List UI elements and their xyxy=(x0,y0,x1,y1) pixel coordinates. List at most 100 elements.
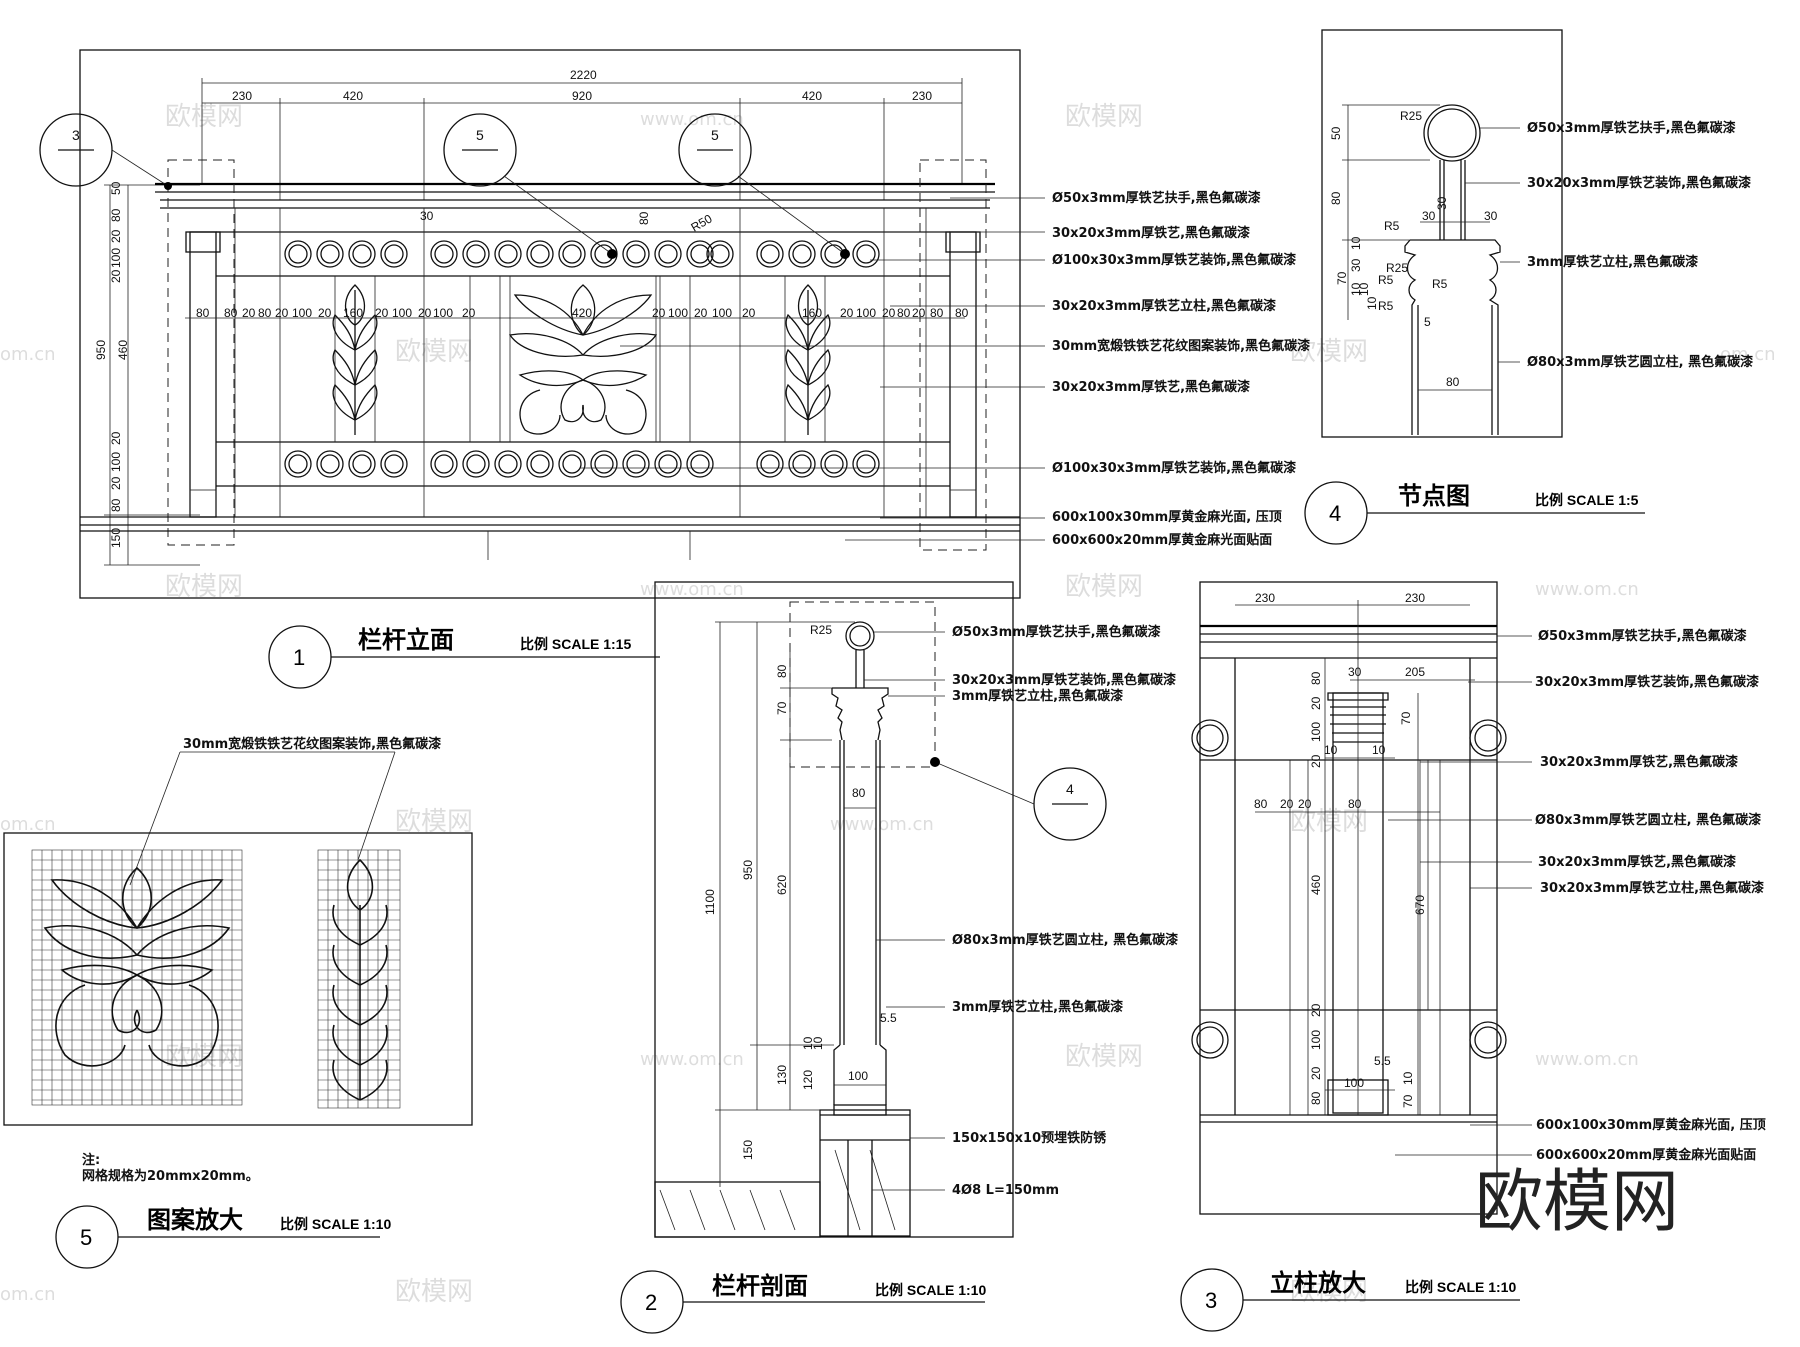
dim-label: 160 xyxy=(343,306,363,320)
watermark: 欧模网 xyxy=(165,102,243,132)
dim-label: 100 xyxy=(109,248,123,268)
reference-bubble-5a: 5 xyxy=(443,113,617,259)
drawing-number: 4 xyxy=(1329,501,1341,526)
annotation-iron-decor: 30x20x3mm厚铁艺装饰,黑色氟碳漆 xyxy=(952,672,1176,688)
watermark: 欧模网 xyxy=(395,1277,473,1307)
ring-row-bottom xyxy=(284,450,880,478)
dim-label: 100 xyxy=(292,306,312,320)
drawing-scale: 比例 SCALE 1:5 xyxy=(1535,492,1639,508)
dim-label: 20 xyxy=(652,306,666,320)
dim-label: 10 xyxy=(1357,282,1371,296)
drawing-number: 1 xyxy=(293,645,305,670)
annotation-iron-post: 3mm厚铁艺立柱,黑色氟碳漆 xyxy=(1527,254,1698,270)
dim-label: R5 xyxy=(1384,219,1400,233)
dim-label: 80 xyxy=(637,211,651,225)
dim-label: 80 xyxy=(1254,797,1268,811)
annotation-leaders xyxy=(864,631,945,1191)
dim-label: 80 xyxy=(258,306,272,320)
watermark: www.om.cn xyxy=(640,579,744,600)
dim-label: 420 xyxy=(343,89,363,103)
dim-label: R25 xyxy=(1386,261,1408,275)
annotation-ring-decor: Ø100x30x3mm厚铁艺装饰,黑色氟碳漆 xyxy=(1052,460,1296,476)
dim-label: 80 xyxy=(1309,671,1323,685)
dim-label: 950 xyxy=(741,860,755,880)
dim-label: 10 xyxy=(801,1036,815,1050)
drawing-frame xyxy=(654,581,1014,1238)
grid-panel-right xyxy=(317,849,401,1109)
dim-label: 50 xyxy=(109,181,123,195)
drawing-title: 立柱放大 xyxy=(1270,1269,1366,1297)
dim-label: 460 xyxy=(1309,875,1323,895)
title-block-3: 3 立柱放大 比例 SCALE 1:10 xyxy=(1180,1268,1520,1332)
dimension-top: 2220 230 420 920 420 230 xyxy=(201,68,963,200)
drawing-2-railing-section: R25 1100 950 620 80 70 130 120 150 10 10… xyxy=(620,581,1178,1334)
dim-label: 10 xyxy=(1401,1071,1415,1085)
annotation-iron-bar: 30x20x3mm厚铁艺,黑色氟碳漆 xyxy=(1538,854,1736,870)
dim-label: 20 xyxy=(882,306,896,320)
dim-label: 10 xyxy=(811,1036,825,1050)
dim-label: 10 xyxy=(1324,743,1338,757)
watermark: om.cn xyxy=(0,1284,56,1305)
dim-label: 30 xyxy=(1348,665,1362,679)
dim-label: 10 xyxy=(1349,282,1363,296)
dim-label: 100 xyxy=(433,306,453,320)
watermark: 欧模网 xyxy=(1290,1277,1368,1307)
watermark: om.cn xyxy=(1720,344,1776,365)
watermark-logo: 欧模网 xyxy=(1475,1163,1679,1242)
dim-label: 10 xyxy=(1372,743,1386,757)
section-dimensions: R25 1100 950 620 80 70 130 120 150 10 10… xyxy=(703,621,897,1187)
dim-label: 100 xyxy=(856,306,876,320)
drawing-scale: 比例 SCALE 1:10 xyxy=(875,1282,986,1298)
wheat-ornament-left xyxy=(332,284,378,435)
dim-label: 30 xyxy=(1435,196,1449,210)
ref-number: 5 xyxy=(476,127,484,143)
dim-label: 20 xyxy=(1309,696,1323,710)
dim-label: 80 xyxy=(109,208,123,222)
title-block-4: 4 节点图 比例 SCALE 1:5 xyxy=(1304,481,1645,545)
dim-label: 230 xyxy=(232,89,252,103)
dim-label: 80 xyxy=(1329,191,1343,205)
dim-label: 20 xyxy=(1309,1003,1323,1017)
dim-label: 20 xyxy=(1298,797,1312,811)
watermark: www.om.cn xyxy=(830,814,934,835)
watermark-layer: 欧模网 欧模网 欧模网 欧模网 欧模网 欧模网 欧模网 欧模网 欧模网 欧模网 … xyxy=(0,102,1776,1307)
watermark: 欧模网 xyxy=(165,572,243,602)
watermark: om.cn xyxy=(0,344,56,365)
drawing-title: 图案放大 xyxy=(147,1206,243,1234)
reference-bubble-5b: 5 xyxy=(678,113,850,259)
dim-label: 100 xyxy=(668,306,688,320)
dim-label: 150 xyxy=(109,528,123,548)
watermark: 欧模网 xyxy=(395,337,473,367)
annotation-leaders xyxy=(1465,127,1520,363)
dim-label: 120 xyxy=(801,1070,815,1090)
annotation-leaders xyxy=(1388,635,1532,1156)
dimension-left: 50 80 20 100 20 460 20 100 20 80 150 950 xyxy=(94,181,200,566)
dim-label: 620 xyxy=(775,875,789,895)
dim-label: 30 xyxy=(1484,209,1498,223)
drawing-4-node-detail: R25 50 80 30 30 30 R5 10 30 R25 70 R5 R5… xyxy=(1304,29,1753,545)
dim-label: 70 xyxy=(1401,1094,1415,1108)
title-block-5: 5 图案放大 比例 SCALE 1:10 xyxy=(55,1205,391,1269)
dim-label: 20 xyxy=(742,306,756,320)
column-right xyxy=(919,159,987,551)
drawing-title: 栏杆剖面 xyxy=(712,1272,808,1300)
drawing-scale: 比例 SCALE 1:15 xyxy=(520,636,631,652)
dim-label: 420 xyxy=(572,306,592,320)
annotation-handrail: Ø50x3mm厚铁艺扶手,黑色氟碳漆 xyxy=(1527,120,1736,136)
dim-label: 920 xyxy=(572,89,592,103)
dim-label: 150 xyxy=(741,1140,755,1160)
dim-label: 20 xyxy=(694,306,708,320)
dim-label: 100 xyxy=(109,452,123,472)
dim-label: 20 xyxy=(275,306,289,320)
grid-panel-left xyxy=(31,849,243,1106)
drawing-3-column-enlarged: 230 230 30 205 80 20 100 20 70 10 10 80 … xyxy=(1180,581,1766,1332)
dim-label: 20 xyxy=(375,306,389,320)
watermark: 欧模网 xyxy=(1065,572,1143,602)
leaf-ornament-center xyxy=(508,276,658,442)
dim-label: 20 xyxy=(462,306,476,320)
dim-label: 80 xyxy=(930,306,944,320)
drawing-number: 5 xyxy=(80,1225,92,1250)
note-text: 网格规格为20mmx20mm。 xyxy=(82,1168,259,1184)
drawing-5-pattern-enlarged: 30mm宽煅铁铁艺花纹图案装饰,黑色氟碳漆 xyxy=(3,736,473,1269)
watermark: www.om.cn xyxy=(640,1049,744,1070)
